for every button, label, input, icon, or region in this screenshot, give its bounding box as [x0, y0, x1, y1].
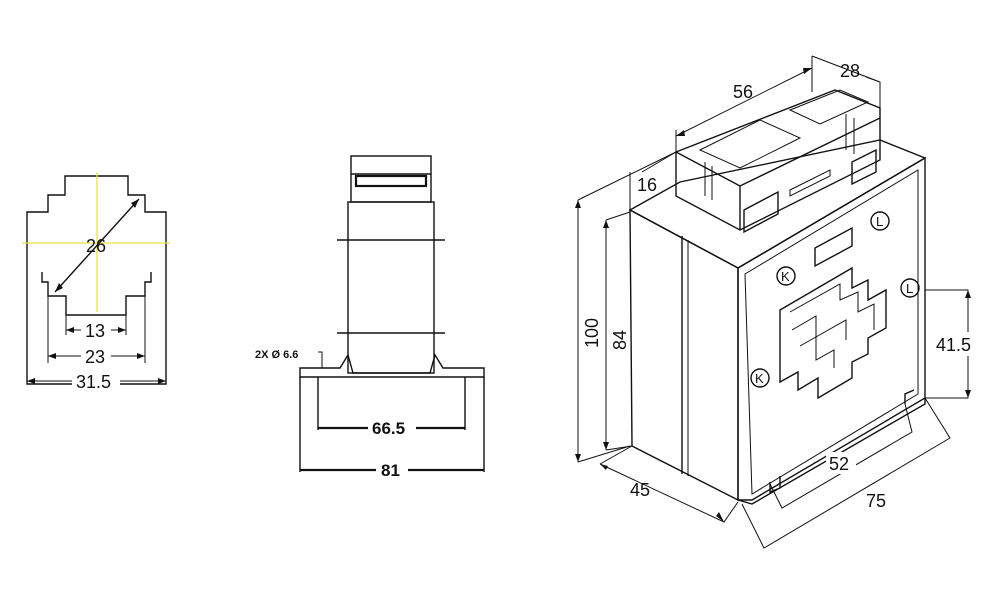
dim-31-5-gap	[72, 371, 120, 391]
cap-slot	[354, 174, 428, 188]
dim-line-75	[741, 397, 951, 549]
dim-window-height: 41.5	[936, 335, 971, 355]
body-front-face	[737, 156, 926, 501]
dim-mid-width: 23	[85, 347, 105, 367]
body-top-face	[628, 139, 927, 269]
hole-note-leader	[318, 351, 323, 368]
dim-52-gap	[826, 452, 856, 474]
front-view: 26 13 23 31.5	[22, 172, 170, 392]
terminal-mark-1: K	[781, 269, 790, 284]
terminal-clamp-right	[851, 148, 877, 186]
window-inner-step	[41, 272, 152, 316]
terminal-clamp-left	[743, 190, 779, 234]
dim-41-5-gap	[935, 332, 979, 356]
terminal-block-screws	[698, 89, 870, 200]
front-face-inner-border	[744, 169, 919, 495]
dim-81-gap	[376, 458, 408, 480]
top-terminal-cap	[350, 155, 432, 203]
dim-total-height: 100	[582, 318, 602, 348]
dim-line-84	[605, 211, 633, 451]
mounting-flange	[299, 353, 485, 378]
dim-line-28	[811, 55, 881, 108]
flange-foot-left	[299, 377, 319, 472]
dim-holes: 2X Ø 6.6	[255, 349, 298, 361]
dim-base-length: 75	[866, 491, 886, 511]
dim-body-height: 84	[610, 330, 630, 350]
dim-top-depth: 28	[840, 61, 860, 81]
dim-line-100	[577, 151, 677, 463]
body-column	[347, 201, 435, 374]
body-side-face	[629, 208, 739, 502]
terminal-mark-2: L	[876, 214, 883, 229]
dim-top-offset: 16	[637, 175, 657, 195]
window-inner-depth	[789, 283, 875, 368]
dim-depth: 45	[630, 480, 650, 500]
dim-13-gap	[81, 320, 111, 340]
terminal-mark-4: L	[906, 281, 913, 296]
dim-base-width: 81	[381, 461, 400, 480]
isometric-view: K L K L 56 28 16 100 84	[575, 55, 979, 549]
nameplate-slot	[814, 226, 853, 268]
flange-foot-right	[464, 377, 485, 472]
terminal-circle-3	[750, 368, 770, 388]
terminal-block-base	[675, 89, 881, 231]
terminal-block-rib	[789, 169, 831, 197]
terminal-circle-2	[870, 211, 890, 231]
dim-inner-width: 13	[85, 321, 105, 341]
dim-mount-spacing: 66.5	[372, 419, 405, 438]
terminal-circle-1	[776, 266, 796, 286]
window-inner-lower	[47, 296, 146, 363]
dim-inner-base: 52	[829, 454, 849, 474]
terminal-circle-4	[900, 278, 920, 298]
dim-window-diag: 26	[86, 236, 106, 256]
window-opening	[779, 266, 887, 400]
dim-top-length: 56	[733, 82, 753, 102]
dim-line-16	[629, 151, 677, 210]
dim-line-56	[675, 56, 813, 152]
dim-outer-width: 31.5	[76, 372, 111, 392]
dim-line-45	[599, 445, 739, 523]
side-view: 2X Ø 6.6 66.5 81	[255, 155, 485, 480]
diagonal-dimension-line	[54, 198, 140, 293]
dim-66-5-gap	[368, 416, 416, 438]
terminal-mark-3: K	[755, 371, 764, 386]
dim-23-gap	[81, 346, 111, 366]
